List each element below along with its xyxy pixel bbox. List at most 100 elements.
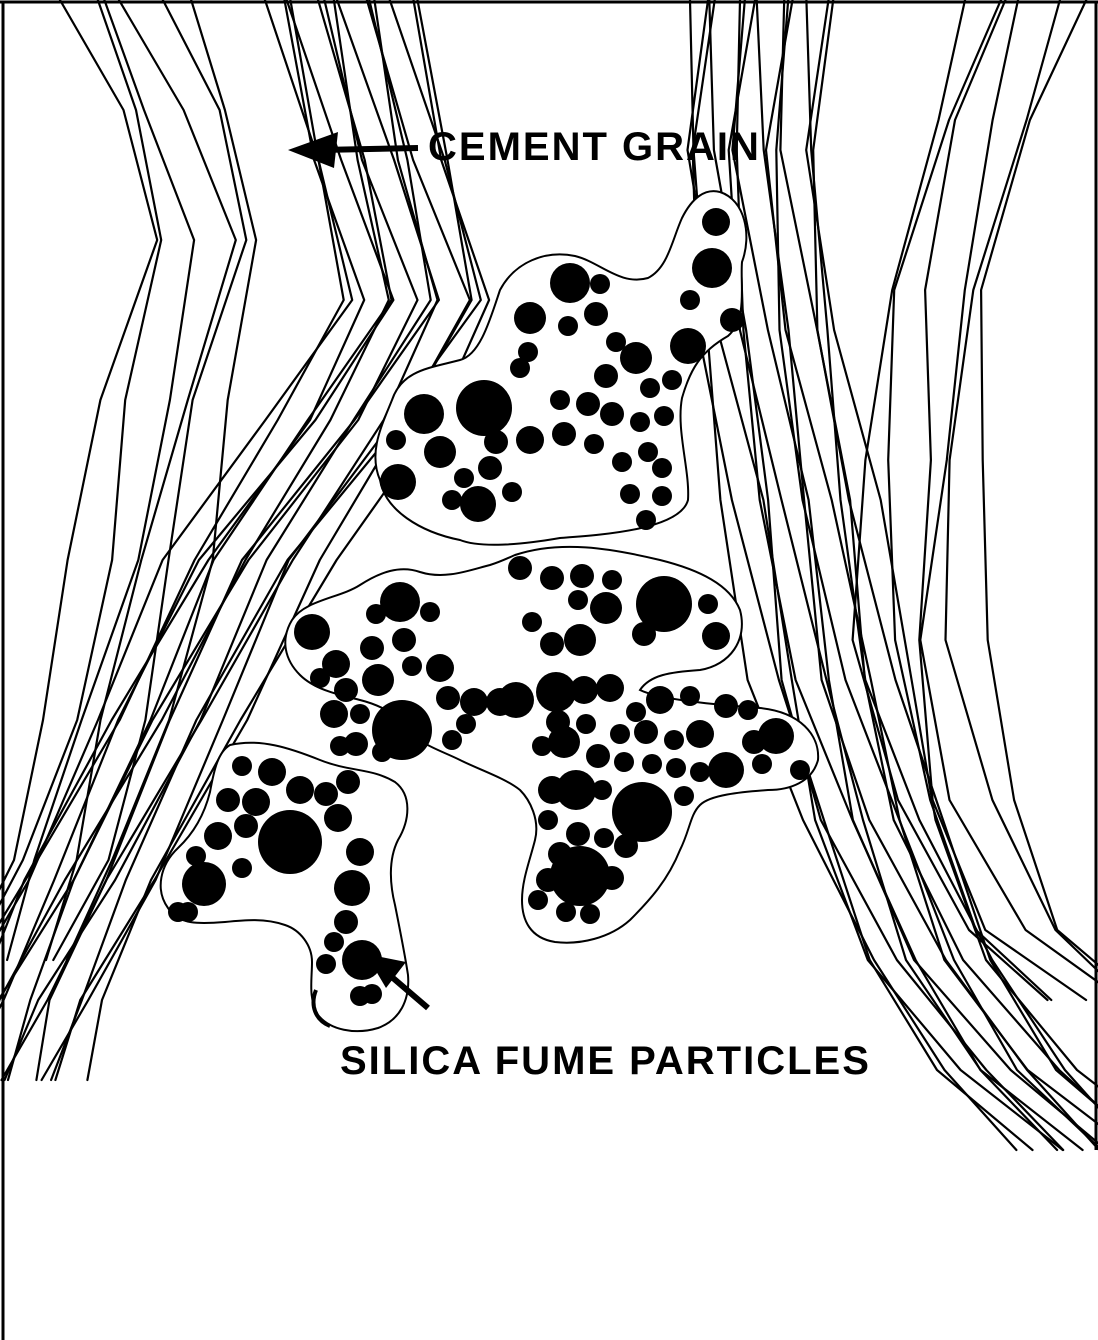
silica-fume-particle [568,590,588,610]
silica-fume-particle [550,263,590,303]
silica-fume-particle [528,890,548,910]
silica-fume-particle [674,786,694,806]
silica-fume-particle [620,342,652,374]
silica-fume-particle [632,622,656,646]
right-cement-grain [688,0,1098,1150]
silica-fume-particle [556,902,576,922]
silica-fume-particle [702,622,730,650]
silica-fume-particle [614,752,634,772]
silica-fume-particle [686,720,714,748]
silica-fume-particle [652,486,672,506]
silica-fume-particle [366,604,386,624]
silica-fume-particle [508,556,532,580]
silica-fume-particle [570,564,594,588]
silica-fume-particle [182,862,226,906]
silica-fume-particle [790,760,810,780]
silica-fume-particle [232,858,252,878]
silica-fume-particle [652,458,672,478]
silica-fume-particle [314,782,338,806]
silica-fume-particle [316,954,336,974]
silica-fume-particle [646,686,674,714]
silica-fume-particle [670,328,706,364]
silica-fume-particle [698,594,718,614]
silica-fume-particle [516,426,544,454]
silica-fume-particle [426,654,454,682]
silica-fume-particle [456,380,512,436]
silica-fume-particle [738,700,758,720]
right-grain-strand [688,0,1063,1150]
silica-fume-particle [540,566,564,590]
silica-fume-particle [242,788,270,816]
left-grain-strand [7,0,194,960]
silica-fume-particle [510,358,530,378]
silica-fume-particle [640,378,660,398]
silica-fume-particle [442,730,462,750]
silica-fume-particle [690,762,710,782]
silica-fume-particle [258,810,322,874]
silica-fume-particle [586,744,610,768]
silica-fume-particle [590,274,610,294]
silica-fume-particle [334,910,358,934]
right-grain-strand [981,0,1098,1000]
silica-fume-particle [714,694,738,718]
silica-fume-particle [594,828,614,848]
silica-fume-particle [594,364,618,388]
right-grain-strand [757,0,1098,1150]
silica-fume-particle [336,770,360,794]
silica-fume-particle [392,628,416,652]
silica-fume-particle [552,422,576,446]
silica-fume-particle [334,870,370,906]
silica-fume-particle [642,754,662,774]
silica-fume-particle [204,822,232,850]
silica-fume-particle [752,754,772,774]
silica-fume-particle [620,484,640,504]
silica-fume-particle [436,686,460,710]
silica-fume-label: SILICA FUME PARTICLES [340,1039,871,1083]
silica-fume-particle [600,402,624,426]
silica-fume-particle [350,704,370,724]
silica-fume-particle [580,904,600,924]
silica-fume-particle [538,776,566,804]
silica-fume-particle [310,668,330,688]
silica-fume-particle [344,732,368,756]
silica-fume-particle [232,756,252,776]
silica-fume-particle [456,714,476,734]
silica-fume-particle [404,394,444,434]
silica-fume-particle [570,676,598,704]
silica-fume-particle [294,614,330,650]
silica-fume-particle [566,822,590,846]
silica-fume-particle [720,308,744,332]
silica-fume-particle [350,986,370,1006]
silica-fume-particle [498,682,534,718]
silica-fume-particle [576,714,596,734]
silica-fume-particle [460,688,488,716]
silica-fume-particle [380,464,416,500]
silica-fume-particle [484,430,508,454]
silica-fume-particle [564,624,596,656]
silica-fume-particle [626,702,646,722]
silica-fume-particle [362,664,394,696]
silica-fume-particle [590,592,622,624]
silica-fume-particle [286,776,314,804]
silica-fume-particle [636,510,656,530]
silica-fume-particle [540,632,564,656]
silica-fume-particle [178,902,198,922]
silica-fume-particle [442,490,462,510]
silica-fume-particle [558,316,578,336]
silica-fume-particle [614,834,638,858]
silica-fume-annotation: SILICA FUME PARTICLES [340,954,871,1083]
right-grain-strand [690,0,1016,1150]
right-grain-strand [780,0,1098,1150]
silica-fume-particle [550,390,570,410]
silica-fume-particle [630,412,650,432]
silica-fume-particle [638,442,658,462]
silica-fume-particle [742,730,766,754]
silica-fume-particle [708,752,744,788]
silica-fume-particle [514,302,546,334]
silica-fume-particle [424,436,456,468]
silica-fume-particle [460,486,496,522]
silica-fume-particle [692,248,732,288]
silica-fume-particle [666,758,686,778]
right-grain-strand [729,0,1083,1150]
